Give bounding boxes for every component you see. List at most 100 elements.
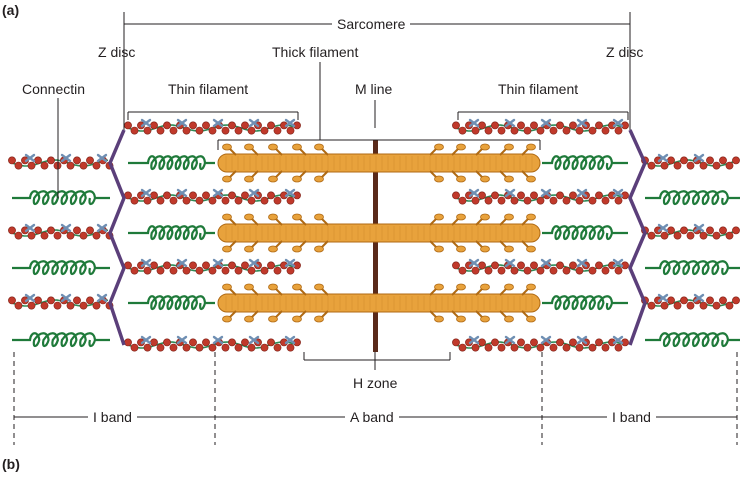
actin-bead (208, 196, 217, 205)
actin-bead (202, 338, 210, 347)
myosin-neck (499, 288, 507, 296)
a-band-label: A band (345, 409, 399, 425)
actin-bead (8, 156, 16, 165)
troponin-complex (284, 118, 296, 128)
actin-bead (680, 156, 688, 165)
myosin-neck (429, 170, 437, 178)
actin-bead (163, 338, 171, 347)
thick-filament-rod (217, 293, 541, 313)
actin-bead (182, 126, 191, 135)
connectin-inner-left (128, 295, 215, 311)
actin-bead (491, 261, 499, 270)
actin-bead (241, 261, 249, 270)
actin-bead (156, 266, 165, 275)
actin-bead (8, 226, 16, 235)
actin-bead (40, 301, 49, 310)
myosin-head (504, 143, 514, 151)
actin-bead (458, 266, 467, 275)
actin-bead (247, 266, 256, 275)
actin-bead (189, 121, 197, 130)
z-disc-left (108, 129, 126, 346)
myosin-head (222, 245, 232, 253)
myosin-head (526, 283, 536, 291)
thin-filament-inner-right (452, 258, 629, 275)
actin-bead (588, 266, 597, 275)
actin-bead (556, 261, 564, 270)
thin-filament-inner-left (124, 335, 301, 352)
myosin-head (244, 283, 254, 291)
myosin-head (314, 143, 324, 151)
actin-bead (27, 161, 36, 170)
actin-bead (234, 343, 243, 352)
myosin-head (434, 213, 444, 221)
myosin-neck (429, 310, 437, 318)
actin-bead (228, 121, 236, 130)
myosin-head (504, 283, 514, 291)
actin-bead (699, 231, 708, 240)
panel-label-a: (a) (2, 2, 20, 18)
actin-bead (725, 161, 734, 170)
actin-bead (260, 126, 269, 135)
actin-bead (725, 301, 734, 310)
myosin-head (480, 175, 490, 183)
thin-filament-inner-left (124, 118, 301, 135)
myosin-neck (499, 148, 507, 156)
thin-filament-inner-left (124, 188, 301, 205)
actin-bead (14, 301, 23, 310)
m-line-bar (373, 140, 378, 352)
troponin-complex (60, 293, 72, 303)
actin-bead (169, 196, 178, 205)
actin-bead (234, 126, 243, 135)
connectin-inner-left (128, 225, 215, 241)
actin-bead (286, 266, 295, 275)
actin-bead (66, 231, 75, 240)
actin-bead (143, 196, 152, 205)
myosin-neck (229, 310, 237, 318)
actin-bead (267, 261, 275, 270)
myosin-head (480, 283, 490, 291)
actin-bead (484, 126, 493, 135)
actin-bead (163, 191, 171, 200)
actin-bead (130, 343, 139, 352)
actin-bead (575, 266, 584, 275)
actin-bead (452, 261, 460, 270)
myosin-neck (451, 148, 459, 156)
actin-bead (452, 338, 460, 347)
actin-bead (523, 126, 532, 135)
actin-bead (14, 161, 23, 170)
connectin-coil (645, 190, 740, 206)
actin-bead (484, 343, 493, 352)
myosin-neck (321, 170, 329, 178)
actin-bead (221, 126, 230, 135)
actin-bead (699, 301, 708, 310)
myosin-head (456, 245, 466, 253)
actin-bead (228, 338, 236, 347)
myosin-head (526, 175, 536, 183)
actin-bead (686, 301, 695, 310)
actin-bead (595, 338, 603, 347)
actin-bead (497, 196, 506, 205)
actin-bead (712, 301, 721, 310)
troponin-complex (504, 188, 516, 198)
z-discs (108, 129, 647, 346)
actin-bead (273, 196, 282, 205)
myosin-head (314, 175, 324, 183)
actin-bead (40, 161, 49, 170)
actin-bead (73, 226, 81, 235)
actin-bead (575, 343, 584, 352)
actin-bead (680, 296, 688, 305)
tropomyosin-strand (644, 299, 739, 307)
myosin-neck (275, 310, 283, 318)
myosin-head (244, 245, 254, 253)
troponin-complex (212, 258, 224, 268)
actin-bead (92, 231, 101, 240)
actin-bead (182, 266, 191, 275)
actin-bead (523, 343, 532, 352)
actin-bead (260, 343, 269, 352)
myosin-neck (429, 218, 437, 226)
actin-bead (228, 261, 236, 270)
myosin-head (268, 283, 278, 291)
myosin-head (244, 143, 254, 151)
actin-bead (241, 121, 249, 130)
myosin-neck (299, 170, 307, 178)
